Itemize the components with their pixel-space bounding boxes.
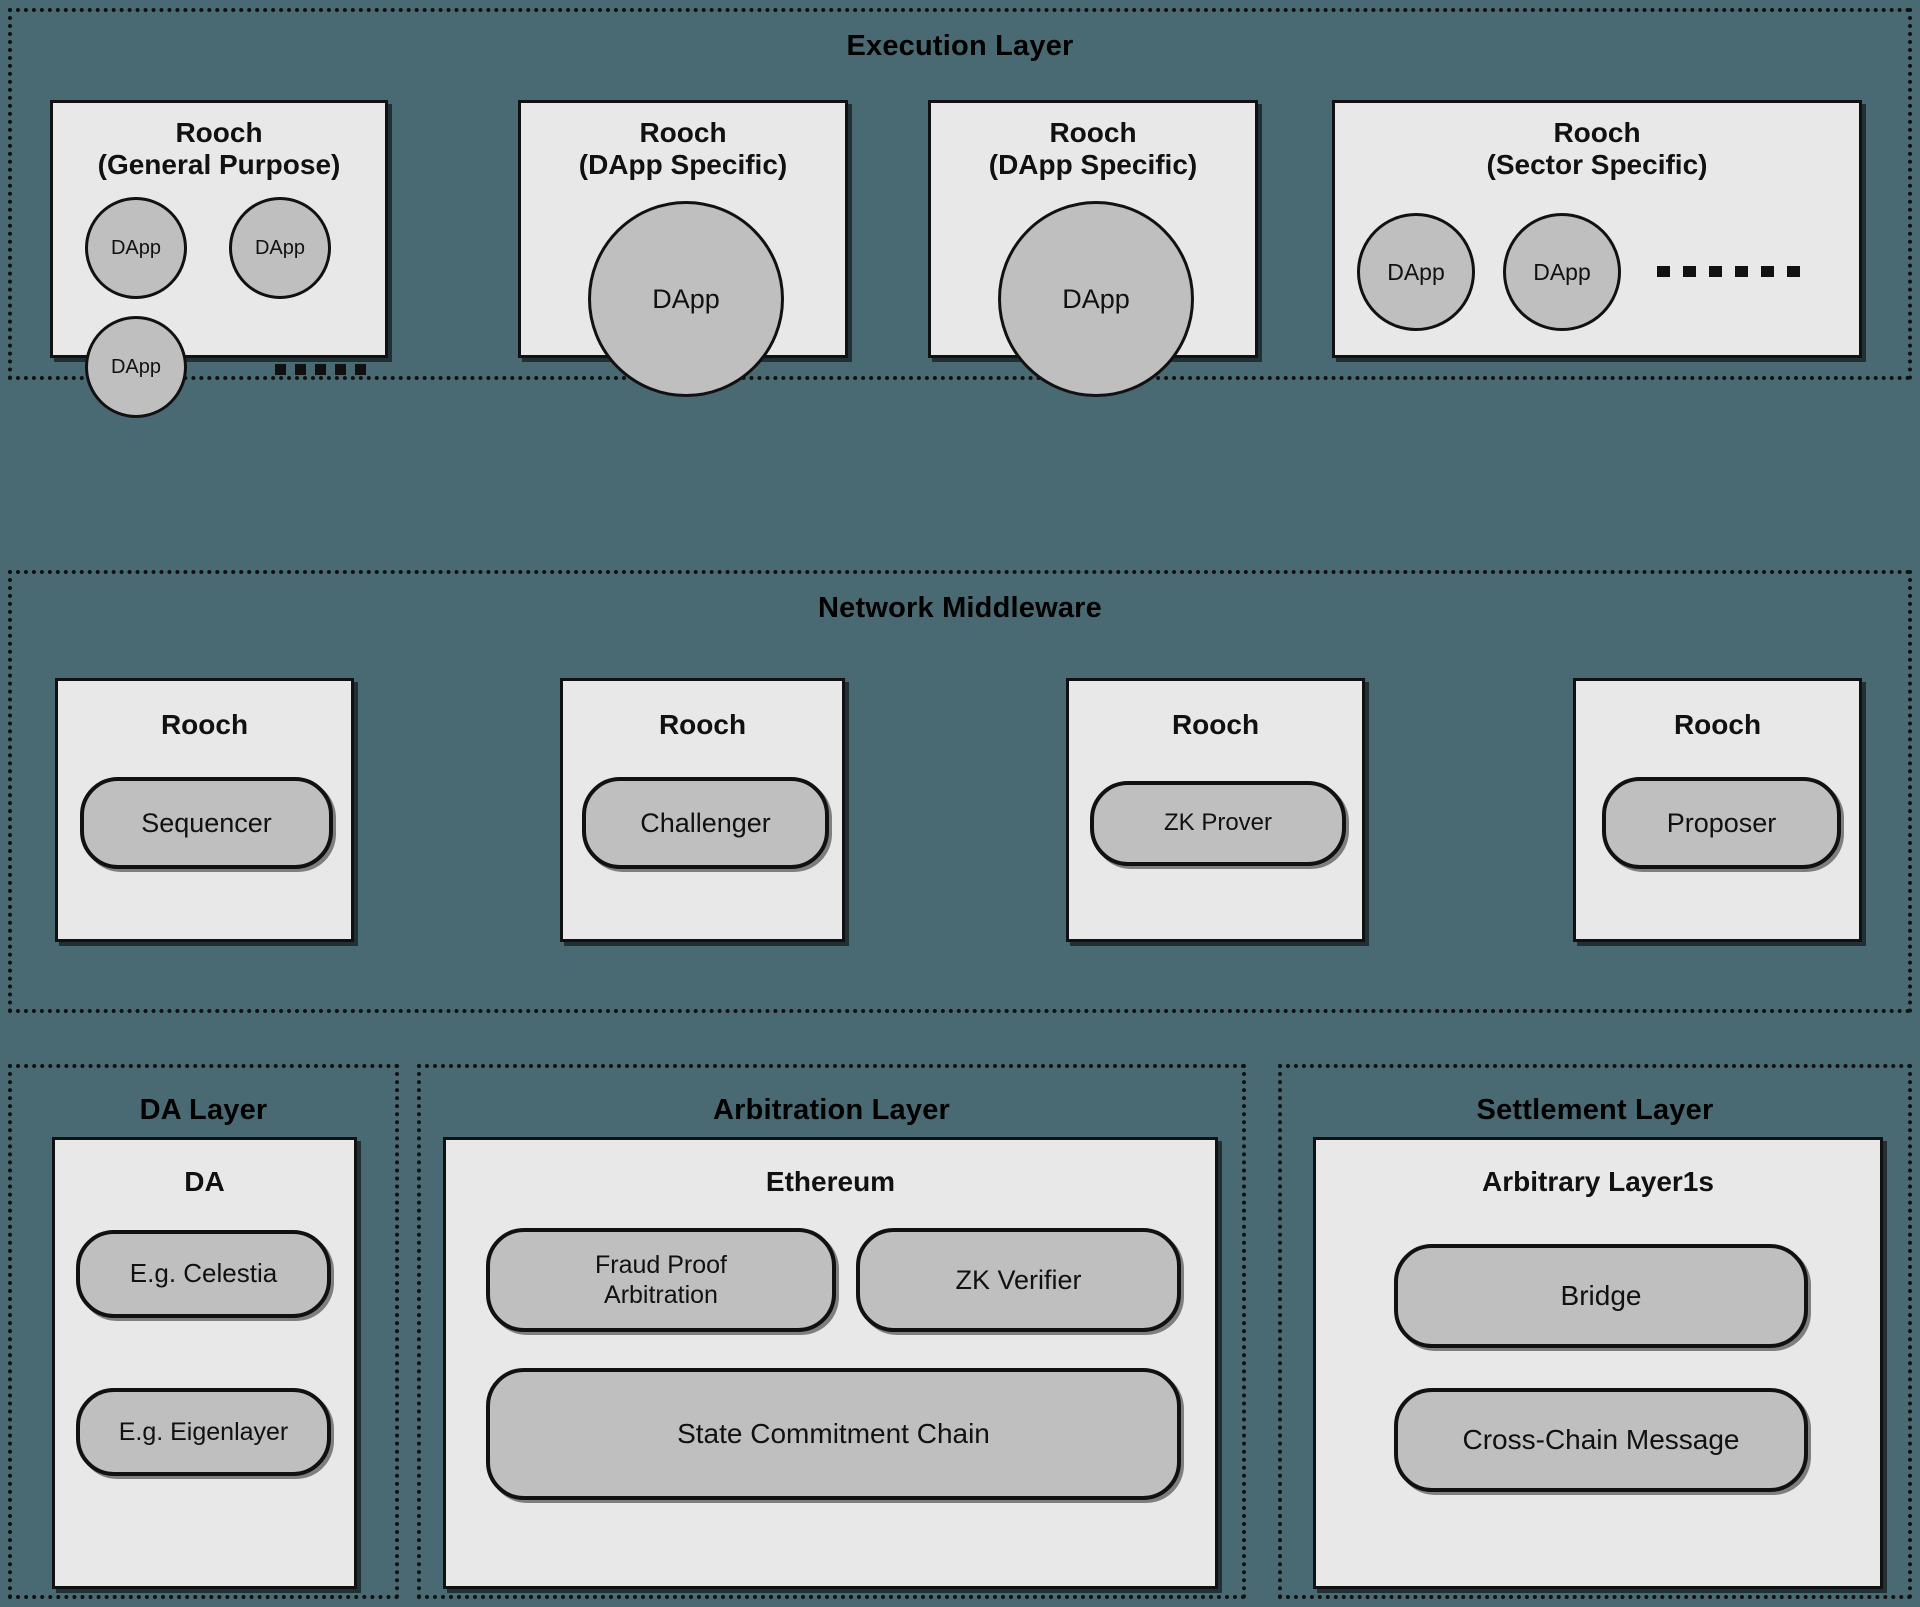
rooch-dapp-specific-box-1[interactable]: Rooch (DApp Specific) DApp: [518, 100, 848, 397]
rooch-dapp-specific-2-title-line1: Rooch: [1049, 117, 1137, 148]
ellipsis-dots-icon: [275, 364, 366, 375]
rooch-sector-specific-title-line1: Rooch: [1553, 117, 1641, 148]
dapp-label: DApp: [110, 236, 162, 259]
ellipsis-dots-icon: [1657, 266, 1800, 277]
arbitrary-layer1s-title: Arbitrary Layer1s: [1482, 1166, 1714, 1197]
rooch-challenger-title: Rooch: [658, 709, 747, 740]
rooch-general-purpose-title-line2: (General Purpose): [97, 149, 341, 180]
rooch-sector-specific-box[interactable]: Rooch (Sector Specific) DApp DApp: [1332, 100, 1862, 358]
rooch-sequencer-box[interactable]: Rooch Sequencer: [55, 678, 354, 942]
rooch-sequencer-title: Rooch: [160, 709, 249, 740]
rooch-general-purpose-box[interactable]: Rooch (General Purpose) DApp DApp DApp: [50, 100, 388, 418]
network-middleware-layer-container: Network Middleware: [8, 570, 1912, 1013]
rooch-dapp-specific-2-title-line2: (DApp Specific): [988, 149, 1198, 180]
bridge-label: Bridge: [1560, 1280, 1642, 1312]
ethereum-box-title: Ethereum: [765, 1166, 896, 1197]
network-middleware-layer-title: Network Middleware: [818, 592, 1102, 624]
da-box-title: DA: [184, 1166, 225, 1197]
dapp-circle[interactable]: DApp: [229, 197, 331, 299]
dapp-label: DApp: [1533, 258, 1591, 285]
proposer-label: Proposer: [1666, 807, 1777, 838]
arbitrary-layer1s-box[interactable]: Arbitrary Layer1s Bridge Cross-Chain Mes…: [1313, 1137, 1883, 1589]
execution-layer-container: Execution Layer: [8, 8, 1912, 380]
settlement-layer-container: Settlement Layer: [1278, 1064, 1912, 1599]
dapp-circle[interactable]: DApp: [1357, 213, 1475, 331]
da-layer-container: DA Layer: [8, 1064, 399, 1599]
dapp-label: DApp: [110, 355, 162, 378]
fraud-proof-line2: Arbitration: [604, 1281, 718, 1309]
rooch-challenger-box[interactable]: Rooch Challenger: [560, 678, 845, 942]
execution-layer-title: Execution Layer: [846, 30, 1074, 62]
cross-chain-message-label: Cross-Chain Message: [1462, 1424, 1740, 1456]
state-commitment-chain-label: State Commitment Chain: [677, 1418, 990, 1450]
rooch-zk-prover-box[interactable]: Rooch ZK Prover: [1066, 678, 1365, 942]
ethereum-box[interactable]: Ethereum Fraud Proof Arbitration ZK Veri…: [443, 1137, 1218, 1589]
rooch-proposer-box[interactable]: Rooch Proposer: [1573, 678, 1862, 942]
sequencer-label: Sequencer: [141, 807, 272, 838]
challenger-pill[interactable]: Challenger: [582, 777, 829, 869]
fraud-proof-arbitration-pill[interactable]: Fraud Proof Arbitration: [486, 1228, 836, 1332]
challenger-label: Challenger: [640, 807, 771, 838]
dapp-circle[interactable]: DApp: [588, 201, 784, 397]
dapp-label: DApp: [254, 236, 306, 259]
dapp-label: DApp: [1387, 258, 1445, 285]
settlement-layer-title: Settlement Layer: [1476, 1094, 1714, 1126]
dapp-circle[interactable]: DApp: [85, 197, 187, 299]
dapp-label: DApp: [652, 283, 720, 314]
celestia-pill[interactable]: E.g. Celestia: [76, 1230, 331, 1318]
arbitration-layer-container: Arbitration Layer: [417, 1064, 1246, 1599]
zk-verifier-label: ZK Verifier: [955, 1264, 1082, 1295]
dapp-label: DApp: [1062, 283, 1130, 314]
bridge-pill[interactable]: Bridge: [1394, 1244, 1808, 1348]
rooch-sector-specific-title-line2: (Sector Specific): [1486, 149, 1708, 180]
arbitration-layer-title: Arbitration Layer: [712, 1094, 951, 1126]
dapp-circle[interactable]: DApp: [1503, 213, 1621, 331]
rooch-dapp-specific-1-title-line2: (DApp Specific): [578, 149, 788, 180]
fraud-proof-line1: Fraud Proof: [594, 1251, 727, 1279]
sequencer-pill[interactable]: Sequencer: [80, 777, 333, 869]
proposer-pill[interactable]: Proposer: [1602, 777, 1841, 869]
rooch-zk-prover-title: Rooch: [1171, 709, 1260, 740]
da-layer-title: DA Layer: [139, 1094, 268, 1126]
rooch-dapp-specific-box-2[interactable]: Rooch (DApp Specific) DApp: [928, 100, 1258, 397]
state-commitment-chain-pill[interactable]: State Commitment Chain: [486, 1368, 1181, 1500]
zk-prover-label: ZK Prover: [1163, 809, 1273, 837]
cross-chain-message-pill[interactable]: Cross-Chain Message: [1394, 1388, 1808, 1492]
eigenlayer-label: E.g. Eigenlayer: [118, 1418, 289, 1446]
zk-prover-pill[interactable]: ZK Prover: [1090, 781, 1346, 866]
rooch-dapp-specific-1-title-line1: Rooch: [639, 117, 727, 148]
zk-verifier-pill[interactable]: ZK Verifier: [856, 1228, 1181, 1332]
dapp-circle[interactable]: DApp: [85, 316, 187, 418]
rooch-proposer-title: Rooch: [1673, 709, 1762, 740]
da-box[interactable]: DA E.g. Celestia E.g. Eigenlayer: [52, 1137, 357, 1589]
rooch-general-purpose-title-line1: Rooch: [175, 117, 263, 148]
dapp-circle[interactable]: DApp: [998, 201, 1194, 397]
celestia-label: E.g. Celestia: [129, 1258, 278, 1289]
eigenlayer-pill[interactable]: E.g. Eigenlayer: [76, 1388, 331, 1476]
